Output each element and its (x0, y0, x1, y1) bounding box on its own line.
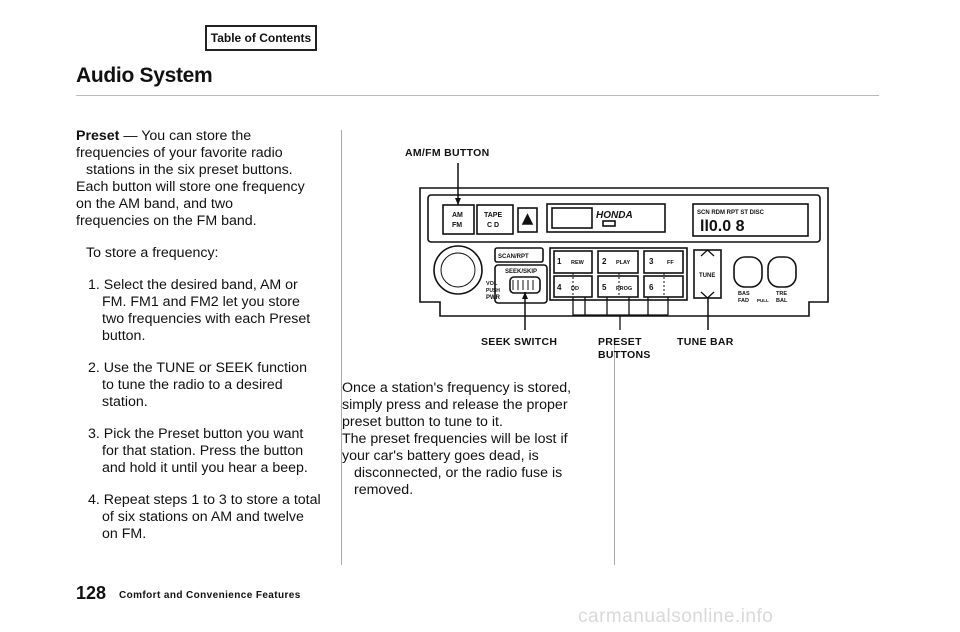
step-3-cont: for that station. Press the button (102, 443, 304, 459)
pwr-label: PWR (486, 295, 501, 301)
radio-upper-panel (427, 194, 821, 243)
step-2-cont: station. (102, 394, 148, 410)
pull-label: PULL (757, 298, 769, 303)
page-number: 128 (76, 583, 107, 603)
bass-fader-knob (733, 256, 763, 288)
eject-icon (521, 213, 534, 225)
treble-balance-knob (767, 256, 797, 288)
preset-5-number: 5 (602, 283, 607, 292)
push-label: PUSH (486, 288, 500, 294)
tre-label: TRE (776, 291, 787, 297)
tune-bar-label: TUNE BAR (677, 336, 734, 348)
preset-3-sub: FF (667, 260, 674, 266)
step-4: 4. Repeat steps 1 to 3 to store a total (88, 492, 321, 508)
text-line: on the AM band, and two (76, 196, 233, 212)
text-line: disconnected, or the radio fuse is (354, 465, 563, 481)
fm-label: FM (452, 222, 462, 229)
column-divider-left (341, 130, 342, 565)
cd-label: C D (487, 222, 499, 229)
cassette-slot (546, 203, 666, 233)
preset-panel (549, 247, 688, 301)
step-1-cont: FM. FM1 and FM2 let you store (102, 294, 300, 310)
seek-switch (509, 276, 541, 294)
column-divider-right (614, 345, 615, 565)
display (692, 203, 809, 237)
eject-button (517, 207, 538, 233)
fad-label: FAD (738, 298, 749, 304)
seek-label: SEEK/SKIP (505, 269, 537, 275)
amfm-button (442, 204, 475, 235)
cassette-window (551, 207, 593, 229)
watermark: carmanualsonline.info (578, 606, 774, 627)
title-divider (76, 95, 879, 96)
step-1-cont: button. (102, 328, 146, 344)
preset-button-5 (597, 275, 639, 298)
preset-buttons-label-1: PRESET (598, 336, 642, 348)
text-line: frequencies on the FM band. (76, 213, 257, 229)
preset-4-sub: DD (571, 286, 579, 292)
text-line: your car's battery goes dead, is (342, 448, 539, 464)
preset-buttons-label-2: BUTTONS (598, 349, 651, 361)
seek-skip-area (494, 264, 548, 304)
intro-text: To store a frequency: (86, 245, 219, 261)
seek-switch-label: SEEK SWITCH (481, 336, 558, 348)
preset-1-sub: REW (571, 260, 585, 266)
text-line: Once a station's frequency is stored, (342, 380, 572, 396)
step-1: 1. Select the desired band, AM or (88, 277, 298, 293)
step-2: 2. Use the TUNE or SEEK function (88, 360, 307, 376)
text-line: frequencies of your favorite radio (76, 145, 283, 161)
scan-label: SCAN/RPT (498, 254, 529, 260)
volume-knob (433, 245, 483, 295)
text-line: stations in the six preset buttons. (86, 162, 293, 178)
preset-2-sub: PLAY (616, 260, 630, 266)
text-line: preset button to tune to it. (342, 414, 503, 430)
brand-logo: HONDA (596, 210, 633, 221)
preset-callout (572, 297, 669, 330)
tune-label: TUNE (699, 273, 715, 279)
tape-indicator (602, 220, 616, 227)
preset-paragraph: Preset — You can store the (76, 128, 338, 145)
table-of-contents-button[interactable]: Table of Contents (205, 25, 317, 51)
text-line: removed. (354, 482, 414, 498)
step-4-cont: on FM. (102, 526, 147, 542)
display-indicators: SCN RDM RPT ST DISC (697, 210, 765, 216)
right-column: Once a station's frequency is stored, si… (342, 380, 614, 499)
preset-2-number: 2 (602, 257, 607, 266)
preset-6-number: 6 (649, 283, 654, 292)
preset-1-number: 1 (557, 257, 562, 266)
svg-text:ll0.0 8: ll0.0 8 (700, 218, 745, 235)
section-footer: Comfort and Convenience Features (119, 590, 301, 601)
radio-illustration: AM FM TAPE C D HONDA SCN RDM RPT ST DISC… (419, 163, 829, 330)
scan-button (494, 247, 544, 263)
left-column: Preset — You can store the frequencies o… (76, 128, 338, 543)
text-line: simply press and release the proper (342, 397, 568, 413)
text-line: Each button will store one frequency (76, 179, 305, 195)
preset-3-number: 3 (649, 257, 654, 266)
preset-heading: Preset (76, 128, 120, 144)
preset-button-2 (597, 250, 639, 274)
page-title: Audio System (76, 64, 213, 87)
step-3: 3. Pick the Preset button you want (88, 426, 304, 442)
step-3-cont: and hold it until you hear a beep. (102, 460, 308, 476)
amfm-button-label: AM/FM BUTTON (405, 147, 490, 159)
radio-housing (419, 187, 829, 317)
preset-5-sub: PROG (616, 286, 632, 292)
am-label: AM (452, 212, 463, 219)
preset-text: — You can store the (119, 128, 252, 144)
tape-cd-button (476, 204, 514, 235)
bal-label: BAL (776, 298, 788, 304)
preset-button-6 (643, 275, 684, 298)
step-1-cont: two frequencies with each Preset (102, 311, 311, 327)
text-line: The preset frequencies will be lost if (342, 431, 568, 447)
vol-label: VOL (486, 281, 498, 287)
preset-4-number: 4 (557, 283, 562, 292)
step-2-cont: to tune the radio to a desired (102, 377, 283, 393)
tape-label: TAPE (484, 212, 502, 219)
bas-label: BAS (738, 291, 750, 297)
step-4-cont: of six stations on AM and twelve (102, 509, 304, 525)
